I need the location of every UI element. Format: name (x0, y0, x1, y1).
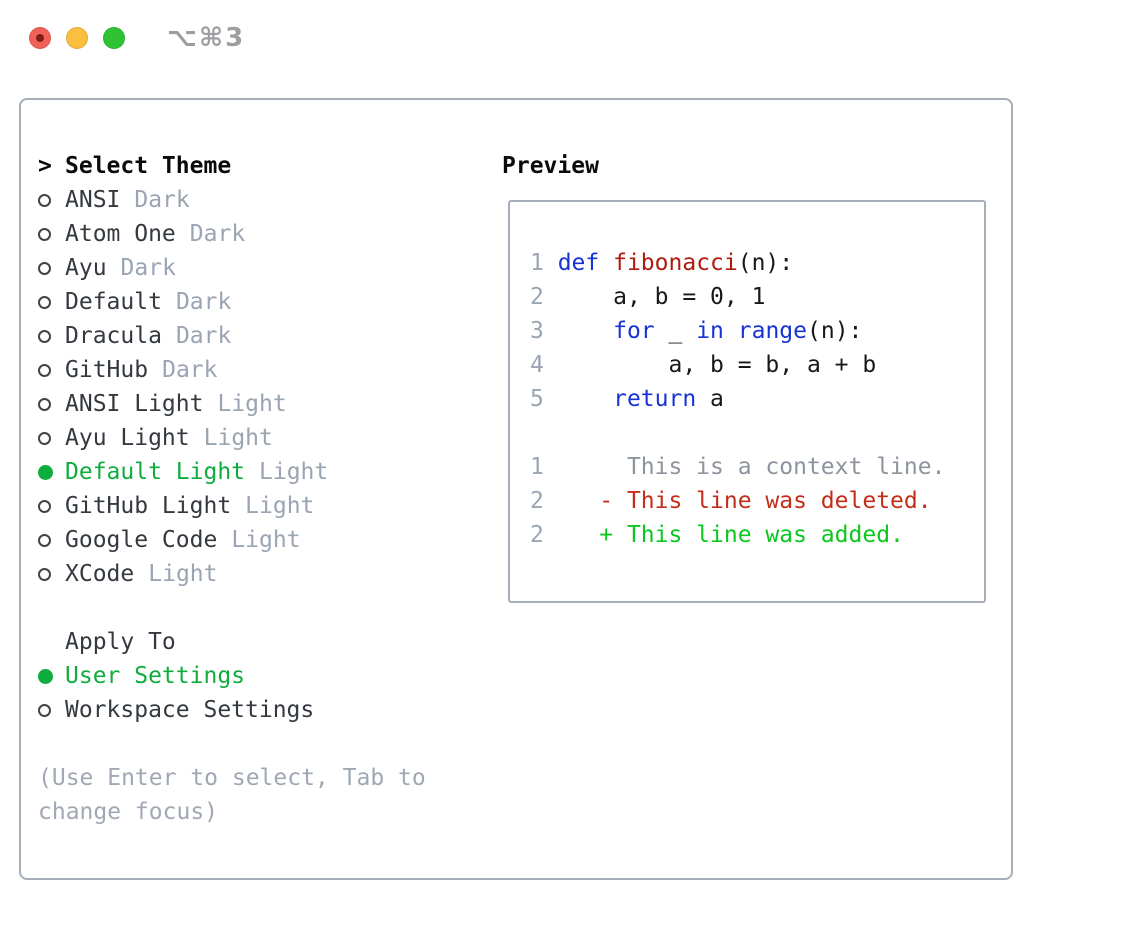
radio-circle-icon (38, 397, 51, 411)
preview-box: 1 def fibonacci(n): 2 a, b = 0, 1 3 for _ … (508, 200, 986, 603)
theme-option-default[interactable]: Default Dark (38, 285, 468, 319)
theme-option-ayu[interactable]: Ayu Dark (38, 251, 468, 285)
radio-circle-icon (38, 329, 51, 343)
radio-circle-icon (38, 363, 51, 377)
keyboard-hint-text: (Use Enter to select, Tab to change focu… (38, 765, 426, 825)
apply-to-name: Workspace Settings (65, 697, 315, 723)
theme-option-github[interactable]: GitHub Dark (38, 353, 468, 387)
apply-to-option-workspace-settings[interactable]: Workspace Settings (38, 693, 468, 727)
theme-variant: Light (231, 527, 301, 553)
code-line: 1 This is a context line. (530, 454, 946, 480)
radio-circle-icon (38, 533, 51, 547)
theme-variant: Light (217, 391, 287, 417)
theme-variant: Dark (134, 187, 190, 213)
theme-variant: Dark (175, 323, 232, 349)
code-line: 2 + This line was added. (530, 522, 904, 548)
theme-name: ANSI Light (65, 391, 204, 417)
code-line (530, 416, 984, 450)
radio-circle-icon (38, 295, 51, 309)
theme-option-ansi-light[interactable]: ANSI Light Light (38, 387, 468, 421)
selected-radio-icon (38, 668, 53, 684)
titlebar: ⌥⌘3 (29, 23, 246, 53)
theme-name: XCode (65, 561, 135, 587)
apply-to-title: Apply To (65, 629, 176, 655)
radio-circle-icon (38, 261, 51, 275)
spacer (38, 591, 468, 625)
radio-circle-icon (38, 703, 51, 717)
theme-name: GitHub (65, 357, 149, 383)
theme-variant: Dark (120, 255, 176, 281)
selected-radio-icon (38, 464, 53, 480)
theme-variant: Light (245, 493, 315, 519)
theme-variant: Light (148, 561, 218, 587)
preview-title: Preview (502, 153, 599, 179)
theme-option-github-light[interactable]: GitHub Light Light (38, 489, 468, 523)
spacer (38, 727, 468, 761)
theme-name: Dracula (65, 323, 162, 349)
radio-circle-icon (38, 567, 51, 581)
theme-variant: Light (259, 459, 329, 485)
select-theme-header: > Select Theme (38, 149, 468, 183)
theme-variant: Dark (189, 221, 246, 247)
unsaved-changes-dot-icon (36, 34, 44, 42)
code-line: 5 return a (530, 386, 724, 412)
theme-name: Ayu Light (65, 425, 190, 451)
cursor-caret-icon: > (38, 153, 52, 179)
theme-name: Default Light (65, 459, 246, 485)
theme-option-ansi[interactable]: ANSI Dark (38, 183, 468, 217)
zoom-button[interactable] (103, 27, 125, 49)
radio-circle-icon (38, 499, 51, 513)
theme-name: Google Code (65, 527, 218, 553)
theme-variant: Dark (162, 357, 218, 383)
apply-to-name: User Settings (65, 663, 246, 689)
code-line: 2 a, b = 0, 1 (530, 284, 766, 310)
window-hotkey-label: ⌥⌘3 (167, 23, 246, 53)
theme-option-ayu-light[interactable]: Ayu Light Light (38, 421, 468, 455)
theme-name: GitHub Light (65, 493, 232, 519)
radio-circle-icon (38, 193, 51, 207)
theme-variant: Light (203, 425, 273, 451)
theme-name: ANSI (65, 187, 121, 213)
theme-variant: Dark (175, 289, 232, 315)
apply-to-header: Apply To (38, 625, 468, 659)
theme-option-xcode[interactable]: XCode Light (38, 557, 468, 591)
theme-option-default-light[interactable]: Default Light Light (38, 455, 468, 489)
theme-option-google-code[interactable]: Google Code Light (38, 523, 468, 557)
code-line: 1 def fibonacci(n): (530, 250, 794, 276)
theme-name: Default (65, 289, 162, 315)
code-line: 2 - This line was deleted. (530, 488, 932, 514)
close-button[interactable] (29, 27, 51, 49)
minimize-button[interactable] (66, 27, 88, 49)
code-line: 3 for _ in range(n): (530, 318, 863, 344)
theme-name: Atom One (65, 221, 176, 247)
radio-circle-icon (38, 227, 51, 241)
radio-circle-icon (38, 431, 51, 445)
apply-to-option-user-settings[interactable]: User Settings (38, 659, 468, 693)
code-line: 4 a, b = b, a + b (530, 352, 877, 378)
theme-option-atom-one[interactable]: Atom One Dark (38, 217, 468, 251)
select-theme-title: Select Theme (65, 153, 232, 179)
theme-name: Ayu (65, 255, 107, 281)
theme-option-dracula[interactable]: Dracula Dark (38, 319, 468, 353)
